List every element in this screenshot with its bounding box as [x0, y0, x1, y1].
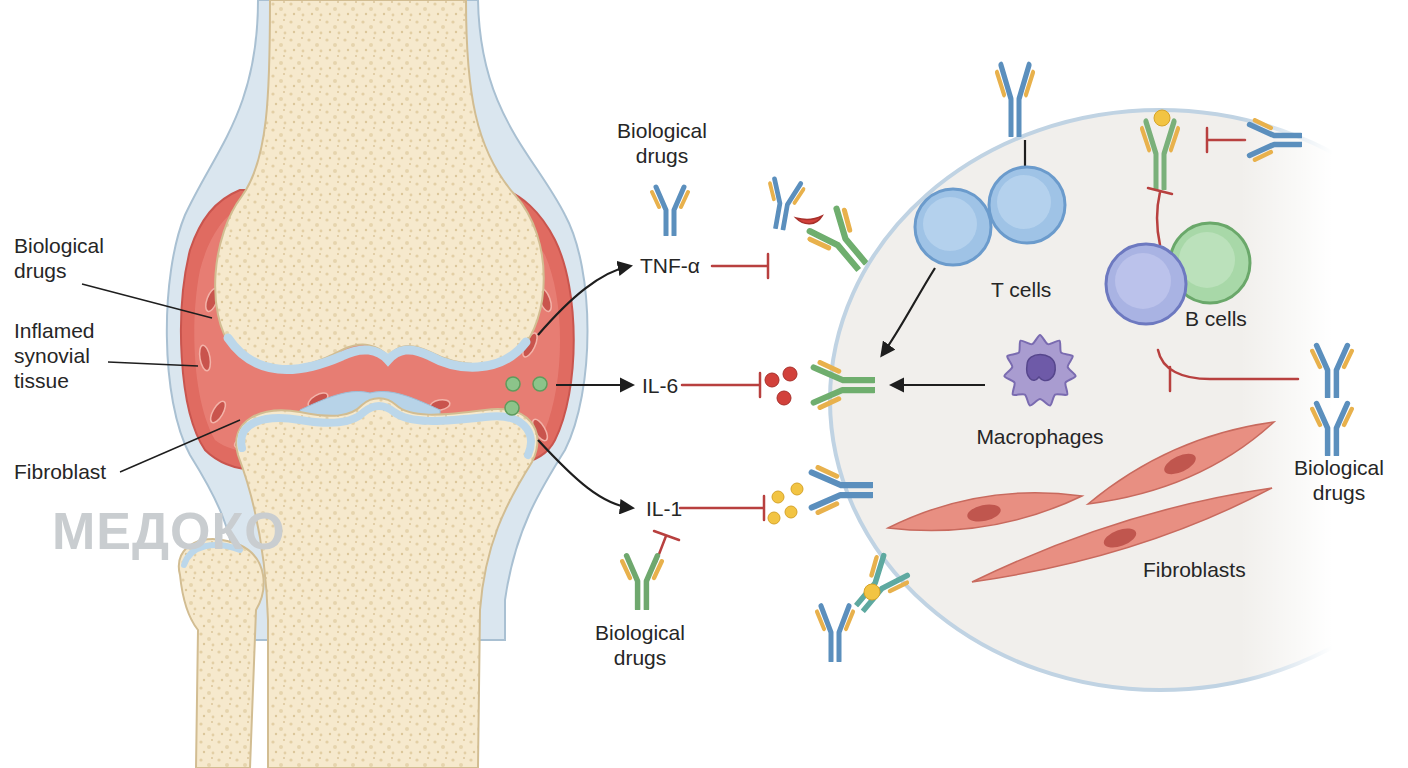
- antibody-icon: [1250, 120, 1301, 160]
- drug-label: Biological drugs: [14, 233, 126, 283]
- cell-label: Fibroblasts: [1143, 557, 1246, 582]
- antibody-icon: [817, 606, 853, 661]
- secretion-arrow: [556, 384, 632, 386]
- cell-label: B cells: [1185, 306, 1247, 331]
- il6-ligands: [765, 367, 797, 405]
- receptor-icon: [1142, 122, 1178, 189]
- t-cell: [989, 167, 1065, 243]
- b-cell-node: B cells: [1100, 222, 1270, 347]
- t-cell-node: T cells: [905, 165, 1075, 300]
- secretion-arrow: [538, 440, 632, 508]
- inhibition-line: [682, 373, 760, 397]
- antibody-icon: [652, 187, 688, 235]
- cytokine-dot: [506, 377, 520, 391]
- il1-ligand: [791, 483, 803, 495]
- cytokine-label: IL-1: [646, 496, 682, 521]
- antigen-ball: [1154, 110, 1170, 126]
- secretion-arrows: [538, 266, 632, 508]
- tissue-label: Inflamed synovial tissue: [14, 318, 114, 393]
- b-cell: [1106, 244, 1186, 324]
- cell-label: Macrophages: [965, 424, 1115, 449]
- receptor-icon: [845, 553, 911, 620]
- synovial-cell: [198, 344, 212, 371]
- watermark: МЕДОКО: [52, 505, 286, 557]
- macrophage-body: [1004, 335, 1075, 406]
- drug-label: Biological drugs: [606, 118, 718, 168]
- fibroblast-cell: [972, 488, 1272, 582]
- tnf-ligand: [796, 216, 822, 224]
- receptor-icon: [814, 363, 874, 408]
- secretion-arrow: [538, 266, 630, 335]
- cell-fade: [1240, 0, 1408, 768]
- t-cell-core: [997, 175, 1051, 229]
- activation-arrow: [882, 268, 935, 355]
- il6-ligand: [783, 367, 797, 381]
- il1-ligand: [772, 491, 784, 503]
- femur-cartilage: [228, 338, 526, 370]
- inhibition-line: [680, 496, 764, 520]
- fibroblast-nucleus: [1101, 525, 1138, 552]
- drug-label: Biological drugs: [1283, 455, 1395, 505]
- cytokine-label: TNF-α: [640, 253, 700, 278]
- tibia-cartilage: [241, 406, 531, 455]
- tibia-bone: [236, 398, 537, 768]
- fibroblast-nucleus: [1161, 450, 1199, 479]
- leader-line: [120, 420, 240, 472]
- t-cell: [915, 189, 991, 265]
- leader-line: [82, 284, 212, 318]
- antibody-icon: [622, 556, 662, 609]
- synovial-cell: [208, 399, 229, 425]
- t-cell-core: [923, 197, 977, 251]
- il6-ligand: [765, 373, 779, 387]
- cytokine-label: IL-6: [642, 373, 678, 398]
- activation-arrow: [892, 384, 985, 386]
- femur-bone: [215, 0, 544, 369]
- drug-label: Biological drugs: [584, 620, 696, 670]
- inhibition-line: [1207, 128, 1245, 152]
- il1-ligand: [785, 506, 797, 518]
- leader-lines: [82, 284, 240, 472]
- inhibition-line: [712, 254, 768, 278]
- fibula-bone: [179, 539, 264, 768]
- leader-line: [108, 362, 198, 366]
- macrophage-nucleus: [1027, 355, 1056, 381]
- antibody-icon: [1312, 404, 1352, 455]
- antibody-icon: [1312, 346, 1352, 397]
- fibroblast-cell: [888, 493, 1082, 531]
- cytokine-dot: [533, 377, 547, 391]
- fibroblast-nucleus: [966, 502, 1003, 525]
- antigen-ball: [864, 584, 880, 600]
- antibody-icon: [997, 65, 1033, 135]
- inhibition-line: [1158, 350, 1298, 391]
- b-cell-core: [1115, 253, 1171, 309]
- cell-label: T cells: [991, 277, 1051, 302]
- cytokine-dot: [505, 401, 519, 415]
- il1-ligand: [768, 512, 780, 524]
- il1-ligands: [768, 483, 803, 524]
- b-cell-core: [1179, 232, 1235, 288]
- macrophage-node: Macrophages: [965, 335, 1115, 447]
- cell-label: Fibroblast: [14, 459, 106, 484]
- antibody-icon: [762, 178, 804, 231]
- fibroblast-node: Fibroblasts: [880, 440, 1280, 590]
- cytokine-dots: [505, 377, 547, 415]
- inhibition-line: [1148, 188, 1172, 245]
- receptor-icon: [812, 468, 872, 513]
- il6-ligand: [777, 391, 791, 405]
